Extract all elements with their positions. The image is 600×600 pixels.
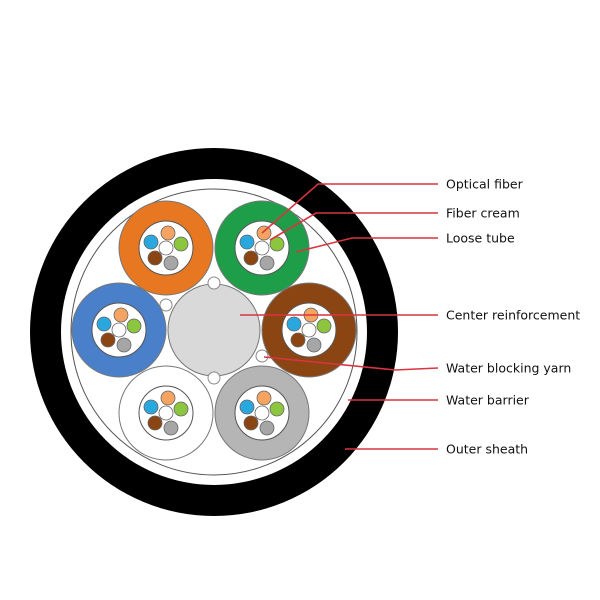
optical-fiber [173, 401, 189, 417]
optical-fiber [96, 316, 112, 332]
optical-fiber [147, 415, 163, 431]
water-blocking-yarn [159, 298, 173, 312]
optical-fiber [113, 307, 129, 323]
optical-fiber [126, 318, 142, 334]
label-outer-sheath: Outer sheath [446, 441, 529, 457]
optical-fiber [306, 337, 322, 353]
optical-fiber [100, 332, 116, 348]
leader-line [269, 212, 438, 241]
optical-fiber [256, 390, 272, 406]
water-blocking-yarn [255, 349, 269, 363]
center-reinforcement [167, 283, 261, 377]
water-blocking-yarn [207, 371, 221, 385]
label-fiber-cream: Fiber cream [446, 205, 520, 221]
optical-fiber [111, 322, 127, 338]
optical-fiber [259, 255, 275, 271]
optical-fiber [147, 250, 163, 266]
optical-fiber [173, 236, 189, 252]
optical-fiber [316, 318, 332, 334]
water-blocking-yarn [207, 276, 221, 290]
optical-fiber [243, 415, 259, 431]
optical-fiber [158, 240, 174, 256]
leader-line [295, 237, 438, 253]
optical-fiber [160, 225, 176, 241]
optical-fiber [239, 399, 255, 415]
optical-fiber [163, 420, 179, 436]
optical-fiber [269, 401, 285, 417]
optical-fiber [239, 234, 255, 250]
optical-fiber [259, 420, 275, 436]
label-optical-fiber: Optical fiber [446, 176, 523, 192]
optical-fiber [160, 390, 176, 406]
label-center-reinforcement: Center reinforcement [446, 307, 581, 323]
optical-fiber [143, 399, 159, 415]
optical-fiber [116, 337, 132, 353]
optical-fiber [269, 236, 285, 252]
label-water-blocking-yarn: Water blocking yarn [446, 360, 572, 376]
optical-fiber [143, 234, 159, 250]
label-water-barrier: Water barrier [446, 392, 529, 408]
optical-fiber [254, 405, 270, 421]
optical-fiber [243, 250, 259, 266]
leader-line [263, 356, 439, 371]
optical-fiber [254, 240, 270, 256]
label-loose-tube: Loose tube [446, 230, 515, 246]
optical-fiber [290, 332, 306, 348]
optical-fiber [256, 225, 272, 241]
optical-fiber [286, 316, 302, 332]
optical-fiber [158, 405, 174, 421]
leader-line [261, 183, 438, 234]
optical-fiber [301, 322, 317, 338]
optical-fiber [163, 255, 179, 271]
